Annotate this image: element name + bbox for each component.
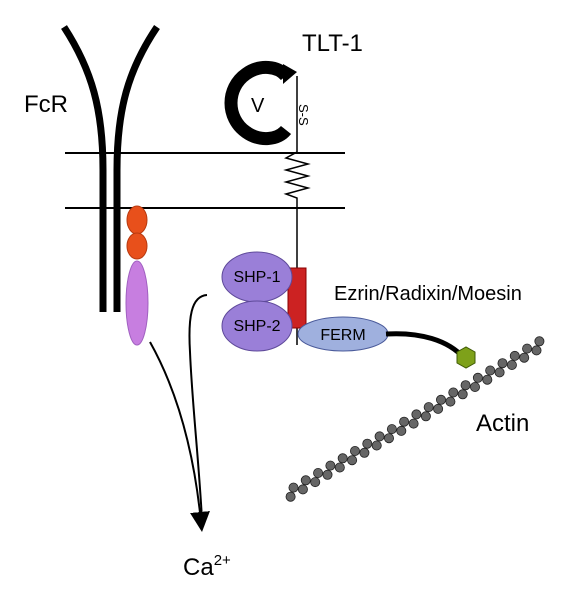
tlt1-transmembrane-spring [283,146,311,210]
actin-bead [469,381,480,392]
actin-bead [374,431,385,442]
fcr-left-chain [61,25,107,312]
actin-bead [371,440,382,451]
calcium-flux-arrow [149,341,210,532]
actin-bead [482,374,493,385]
actin-bead [325,460,336,471]
actin-bead [435,394,446,405]
itam-purple [125,260,149,346]
shp2-label: SHP-2 [233,318,280,335]
calcium-base: Ca [183,554,214,581]
actin-bead [433,403,444,414]
actin-bead [383,433,394,444]
actin-bead [359,447,370,458]
tlt1-tail-box [287,267,307,329]
actin-label: Actin [476,410,529,437]
actin-bead [460,380,471,391]
actin-bead [310,477,321,488]
actin-bead [399,416,410,427]
v-domain-label: V [251,95,265,117]
calcium-charge: 2+ [214,552,231,569]
actin-bead [349,445,360,456]
actin-bead [506,359,517,370]
actin-bead [396,425,407,436]
actin-bead [531,345,542,356]
actin-bead [411,409,422,420]
actin-bead [420,411,431,422]
actin-bead [423,402,434,413]
actin-bead [322,469,333,480]
disulfide-label: S-S [296,104,311,126]
actin-bead [519,352,530,363]
actin-bead [297,484,308,495]
actin-bead [485,365,496,376]
calcium-label: Ca2+ [183,552,231,581]
linker-hexagon-icon [456,346,476,369]
actin-bead [534,336,545,347]
fcr-right-chain [113,25,160,312]
fcr-label: FcR [24,91,68,118]
shp1-label: SHP-1 [233,269,280,286]
actin-bead [522,343,533,354]
actin-bead [386,424,397,435]
actin-bead [334,462,345,473]
fcr-receptor [61,25,160,312]
actin-bead [445,396,456,407]
actin-bead [285,491,296,502]
erm-linker-line [385,331,466,360]
actin-bead [472,372,483,383]
tlt1-v-domain-icon [224,61,292,145]
erm-label: Ezrin/Radixin/Moesin [334,283,522,305]
shp2-oval [221,300,293,352]
actin-bead [300,475,311,486]
actin-bead [313,467,324,478]
actin-bead [347,455,358,466]
actin-bead [509,350,520,361]
itam-red-lower [126,232,148,260]
actin-filament [285,336,545,502]
actin-bead [362,438,373,449]
actin-bead [457,389,468,400]
actin-bead [337,453,348,464]
actin-bead [288,482,299,493]
tlt1-label: TLT-1 [302,30,363,57]
itam-red-upper [126,205,148,235]
actin-bead [497,358,508,369]
calcium-inhibition-curve [188,294,208,521]
actin-bead [448,387,459,398]
actin-bead [494,367,505,378]
actin-bead [408,418,419,429]
ferm-label: FERM [320,327,365,344]
tlt1-v-domain-arrow-icon [283,64,297,84]
